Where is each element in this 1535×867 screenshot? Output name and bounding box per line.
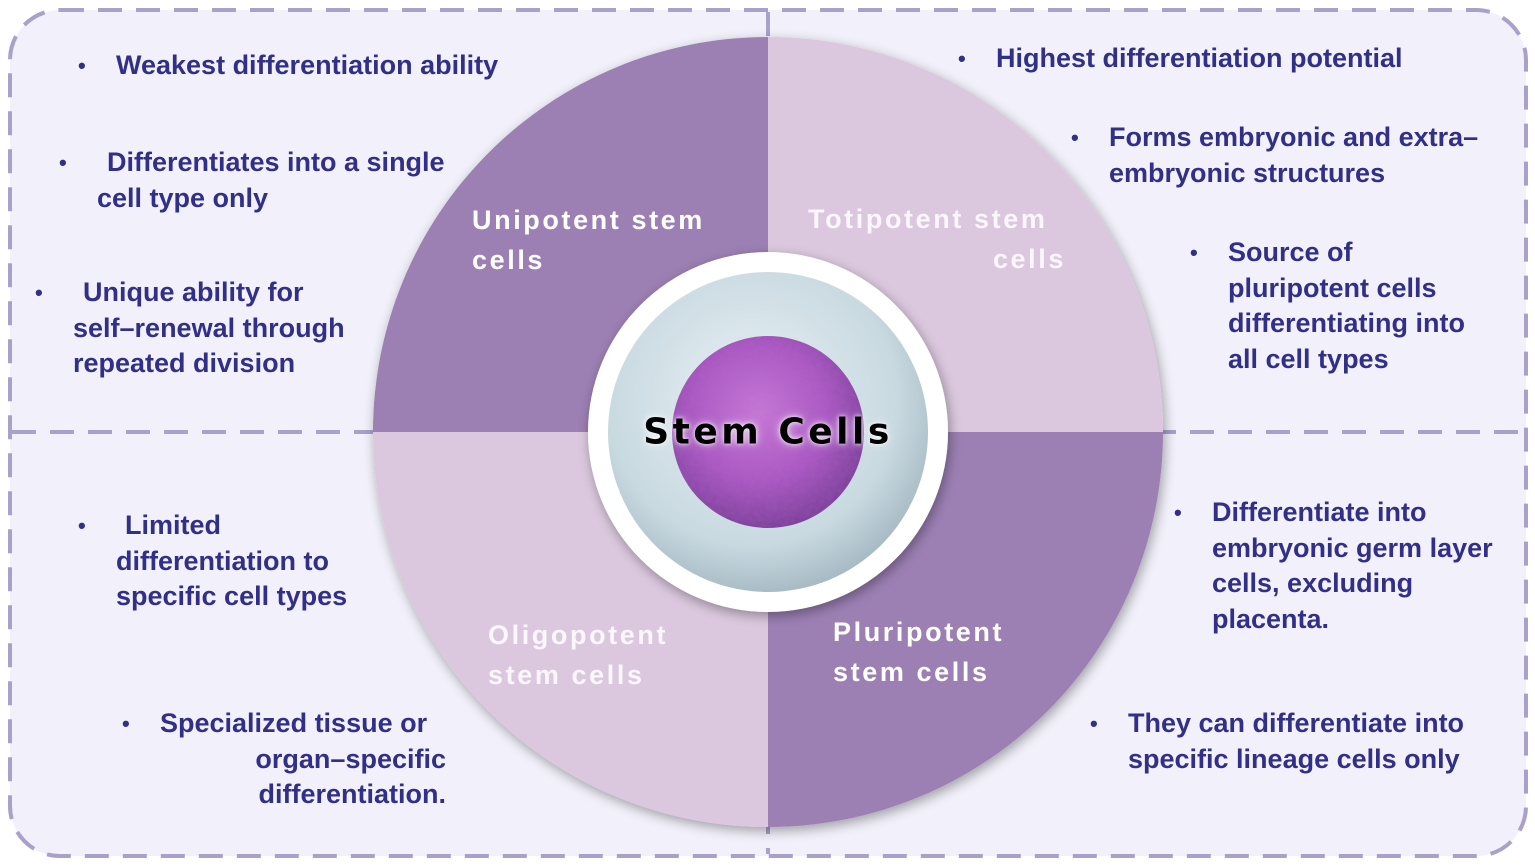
bullet-line: Forms embryonic and extra– xyxy=(1109,122,1479,152)
bullet-line: They can differentiate into xyxy=(1128,708,1465,738)
bullet-line: Specialized tissue or xyxy=(160,708,428,738)
unipotent-label: Unipotent stem cells xyxy=(472,200,705,280)
bullet-line: differentiating into xyxy=(1228,308,1465,338)
totipotent-label-line-1: Totipotent stem xyxy=(808,204,1048,234)
totipotent-bullet-2: • Forms embryonic and extra– embryonic s… xyxy=(1071,120,1479,191)
bullet-line: Unique ability for xyxy=(83,277,304,307)
center-title: Stem Cells xyxy=(643,411,893,453)
pluripotent-bullet-2: • They can differentiate into specific l… xyxy=(1090,706,1465,777)
unipotent-bullet-1: • Weakest differentiation ability xyxy=(78,48,499,84)
bullet-line: cell type only xyxy=(97,182,269,213)
unipotent-bullet-2: • Differentiates into a single cell type… xyxy=(59,145,445,216)
stem-cell-image xyxy=(588,252,948,612)
bullet-line: differentiation to xyxy=(116,545,329,576)
pluripotent-bullet-1: • Differentiate into embryonic germ laye… xyxy=(1174,495,1493,637)
bullet-line: Weakest differentiation ability xyxy=(116,50,499,80)
totipotent-label: Totipotent stem cells xyxy=(808,199,1066,279)
bullet-line: pluripotent cells xyxy=(1228,272,1437,303)
bullet-line: all cell types xyxy=(1228,343,1389,374)
bullet-line: placenta. xyxy=(1212,603,1330,634)
totipotent-bullet-3: • Source of pluripotent cells differenti… xyxy=(1190,235,1465,377)
bullet-line: organ–specific xyxy=(255,743,446,774)
totipotent-label-line-2: cells xyxy=(992,244,1066,274)
bullet-line: embryonic structures xyxy=(1109,157,1386,188)
bullet-line: Differentiates into a single xyxy=(107,147,445,177)
bullet-line: repeated division xyxy=(73,348,296,378)
oligopotent-label-line-1: Oligopotent xyxy=(488,620,669,650)
unipotent-bullet-3: • Unique ability for self–renewal throug… xyxy=(35,275,345,382)
bullet-line: differentiation. xyxy=(258,779,447,809)
bullet-line: specific cell types xyxy=(116,581,348,611)
oligopotent-bullet-1: • Limited differentiation to specific ce… xyxy=(78,508,348,615)
bullet-line: specific lineage cells only xyxy=(1128,743,1460,774)
pluripotent-label: Pluripotent stem cells xyxy=(833,612,1004,692)
bullet-line: cells, excluding xyxy=(1212,568,1414,598)
bullet-line: Source of xyxy=(1228,237,1353,267)
bullet-line: Limited xyxy=(125,510,222,540)
unipotent-label-line-1: Unipotent stem xyxy=(472,205,705,235)
unipotent-label-line-2: cells xyxy=(472,245,546,275)
oligopotent-bullet-2: • Specialized tissue or organ–specific d… xyxy=(122,706,447,813)
totipotent-bullet-1: • Highest differentiation potential xyxy=(958,41,1403,77)
pluripotent-label-line-1: Pluripotent xyxy=(833,617,1005,647)
bullet-line: Differentiate into xyxy=(1212,497,1427,527)
bullet-line: embryonic germ layer xyxy=(1212,532,1493,563)
oligopotent-label-line-2: stem cells xyxy=(488,660,645,690)
bullet-line: Highest differentiation potential xyxy=(996,43,1403,73)
bullet-line: self–renewal through xyxy=(73,312,345,343)
oligopotent-label: Oligopotent stem cells xyxy=(488,615,668,695)
pluripotent-label-line-2: stem cells xyxy=(833,657,990,687)
